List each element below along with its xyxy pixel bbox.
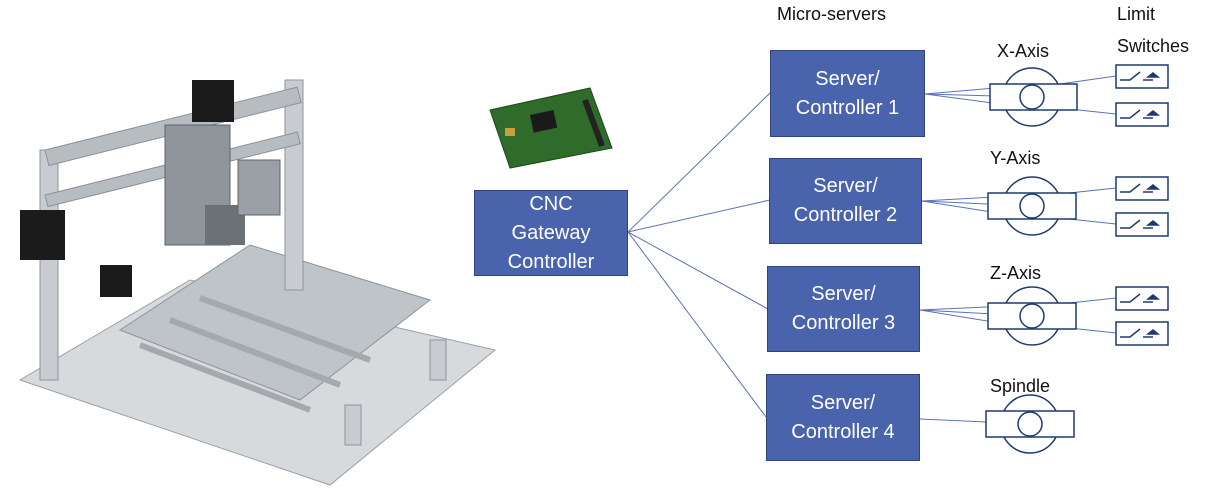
motor-x-icon (989, 67, 1078, 127)
server-2-line1: Server/ (813, 175, 878, 197)
server-4-line2: Controller 4 (791, 420, 895, 443)
server-3-line1: Server/ (811, 283, 876, 305)
z-axis-label: Z-Axis (990, 263, 1041, 283)
micro-servers-label: Micro-servers (777, 4, 887, 24)
server-2-line2: Controller 2 (793, 204, 898, 226)
server-1-line1: Server/ (815, 67, 880, 90)
motor-symbols (985, 67, 1078, 454)
y-axis-label: Y-Axis (990, 148, 1041, 168)
limit-switches-label-line1: Limit (1117, 4, 1156, 24)
limit-switches-label-line2: Switches (1117, 36, 1190, 56)
cnc-machine-image (18, 79, 497, 486)
server-3-line2: Controller 3 (791, 312, 896, 334)
limit-switch-y1-icon (1115, 176, 1169, 201)
server-controller-4-box: Server/ Controller 4 (766, 374, 920, 461)
motor-y-icon (987, 176, 1077, 236)
gateway-line2: Gateway (511, 221, 591, 244)
cnc-gateway-controller-box: CNC Gateway Controller (474, 190, 628, 276)
limit-switch-z1-icon (1115, 286, 1169, 311)
spindle-label: Spindle (990, 376, 1051, 396)
limit-switch-x1-icon (1115, 64, 1169, 89)
controller-board-image (489, 87, 613, 169)
x-axis-label: X-Axis (997, 41, 1050, 61)
limit-switch-z2-icon (1115, 321, 1169, 346)
gateway-line3: Controller (507, 250, 595, 273)
gateway-line1: CNC (529, 192, 573, 215)
server-controller-3-box: Server/ Controller 3 (767, 266, 920, 352)
limit-switch-symbols (1115, 64, 1169, 346)
limit-switch-x2-icon (1115, 102, 1169, 127)
server-4-line1: Server/ (810, 391, 876, 414)
server-controller-2-box: Server/ Controller 2 (769, 158, 922, 244)
limit-switch-y2-icon (1115, 212, 1169, 237)
motor-spindle-icon (985, 394, 1075, 454)
motor-z-icon (987, 286, 1077, 346)
server-controller-1-box: Server/ Controller 1 (770, 50, 925, 137)
server-1-line2: Controller 1 (795, 96, 900, 119)
